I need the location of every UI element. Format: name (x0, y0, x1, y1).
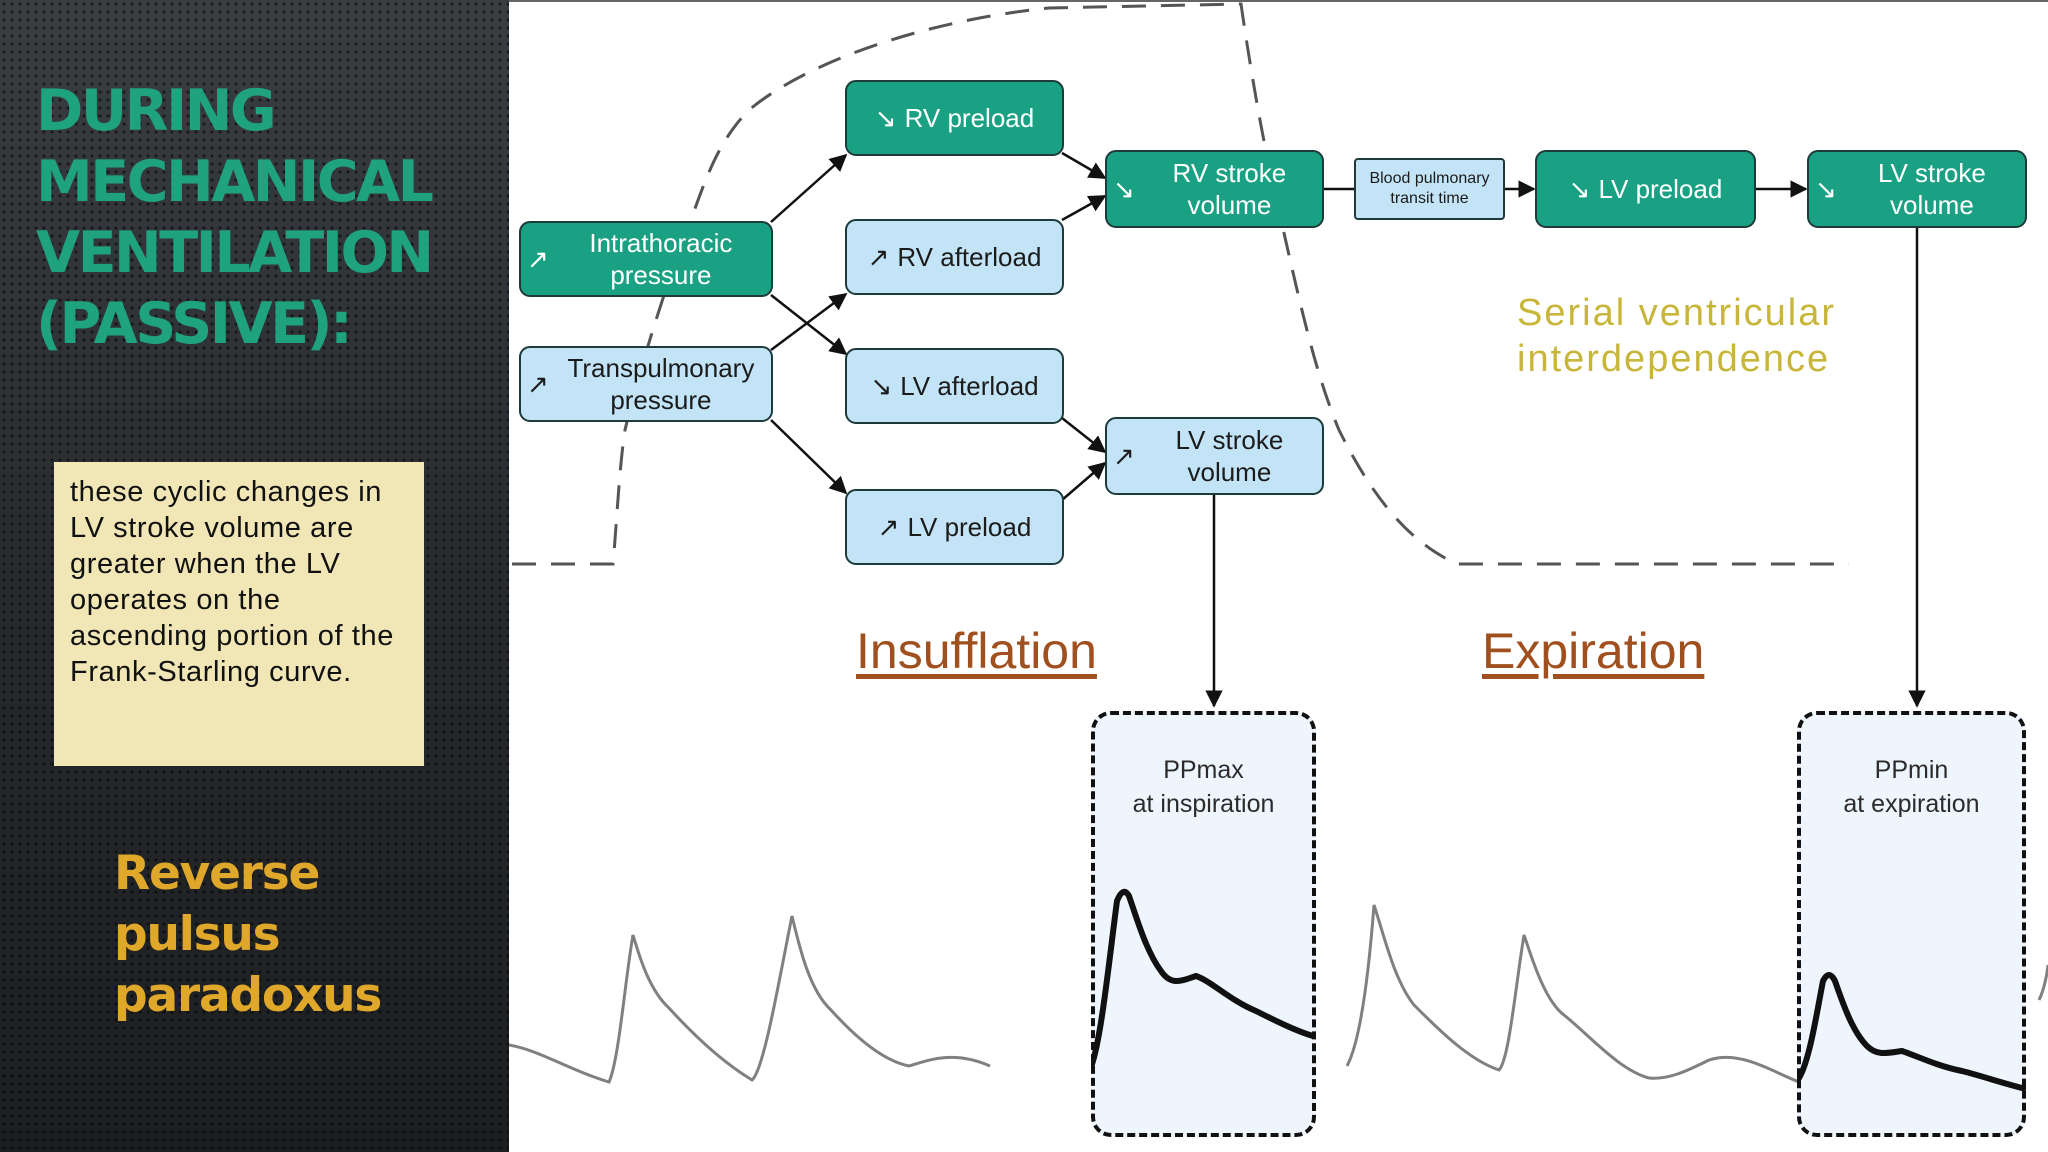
ppmax-waveform (1091, 888, 1314, 1069)
transpulmonary-label: Transpulmonary pressure (567, 353, 755, 415)
decrease-arrow-icon: ↘ (1815, 174, 1837, 204)
ventilation-diagram: PPmax at inspiration PPmin at expiration… (509, 0, 2048, 1152)
lv-stroke-volume-insp-box: ↗ LV stroke volume (1105, 417, 1324, 495)
intrathoracic-pressure-box: ↗ Intrathoracic pressure (519, 221, 773, 297)
lv-stroke-insp-label: LV stroke volume (1175, 425, 1284, 487)
arrow-lvafterload-lvstroke (1061, 417, 1107, 454)
increase-arrow-icon: ↗ (1113, 441, 1135, 471)
lv-preload-insp-label: LV preload (907, 512, 1032, 542)
transpulmonary-pressure-box: ↗ Transpulmonary pressure (519, 346, 773, 422)
ppmin-label: PPmin at expiration (1801, 753, 2022, 821)
arrow-transpulmonary-lvpreload (770, 419, 848, 495)
ppmax-label: PPmax at inspiration (1095, 753, 1312, 821)
increase-arrow-icon: ↗ (877, 512, 900, 542)
decrease-arrow-icon: ↘ (870, 371, 893, 401)
lv-preload-exp-label: LV preload (1598, 174, 1723, 204)
expiration-label: Expiration (1482, 623, 1705, 679)
pulmonary-transit-box: Blood pulmonary transit time (1354, 158, 1505, 220)
decrease-arrow-icon: ↘ (1568, 174, 1591, 204)
arrow-transpulmonary-rvafterload (770, 292, 848, 352)
transit-label: Blood pulmonary transit time (1369, 170, 1490, 207)
rv-afterload-label: RV afterload (897, 242, 1042, 272)
arrow-lvpreload-lvstroke (1061, 461, 1107, 501)
lv-stroke-exp-label: LV stroke volume (1877, 158, 1986, 220)
ppmax-title: PPmax (1163, 756, 1244, 784)
increase-arrow-icon: ↗ (527, 244, 549, 274)
arrow-intrathoracic-rvpreload (770, 153, 848, 223)
ppmin-subtitle: at expiration (1843, 790, 1980, 818)
arrow-intrathoracic-lvafterload (770, 294, 848, 356)
reverse-pulsus-label: Reverse pulsus paradoxus (114, 846, 382, 1023)
slide-title: DURING MECHANICAL VENTILATION (PASSIVE): (36, 78, 434, 357)
increase-arrow-icon: ↗ (867, 242, 890, 272)
decrease-arrow-icon: ↘ (874, 103, 897, 133)
intrathoracic-label: Intrathoracic pressure (589, 228, 733, 290)
rv-stroke-volume-box: ↘ RV stroke volume (1105, 150, 1324, 228)
lv-preload-insp-box: ↗LV preload (845, 489, 1064, 565)
insufflation-label: Insufflation (856, 623, 1097, 679)
rv-afterload-box: ↗RV afterload (845, 219, 1064, 295)
ppmin-waveform (1797, 972, 2026, 1092)
serial-interdependence-label: Serial ventricular interdependence (1517, 292, 1836, 380)
rv-preload-box: ↘RV preload (845, 80, 1064, 156)
lv-preload-exp-box: ↘LV preload (1535, 150, 1756, 228)
arrow-rvafterload-rvstroke (1061, 194, 1107, 222)
increase-arrow-icon: ↗ (527, 369, 549, 399)
decrease-arrow-icon: ↘ (1113, 174, 1135, 204)
rv-stroke-label: RV stroke volume (1172, 158, 1287, 220)
lv-afterload-box: ↘LV afterload (845, 348, 1064, 424)
lv-afterload-label: LV afterload (900, 371, 1039, 401)
left-panel: DURING MECHANICAL VENTILATION (PASSIVE):… (0, 0, 509, 1152)
ppmin-title: PPmin (1874, 756, 1949, 784)
ppmax-subtitle: at inspiration (1132, 790, 1275, 818)
arrow-rvpreload-rvstroke (1061, 151, 1107, 180)
ppmin-box: PPmin at expiration (1797, 711, 2026, 1137)
rv-preload-label: RV preload (904, 103, 1035, 133)
lv-stroke-volume-exp-box: ↘ LV stroke volume (1807, 150, 2027, 228)
note-box: these cyclic changes in LV stroke volume… (54, 462, 424, 766)
ppmax-box: PPmax at inspiration (1091, 711, 1316, 1137)
